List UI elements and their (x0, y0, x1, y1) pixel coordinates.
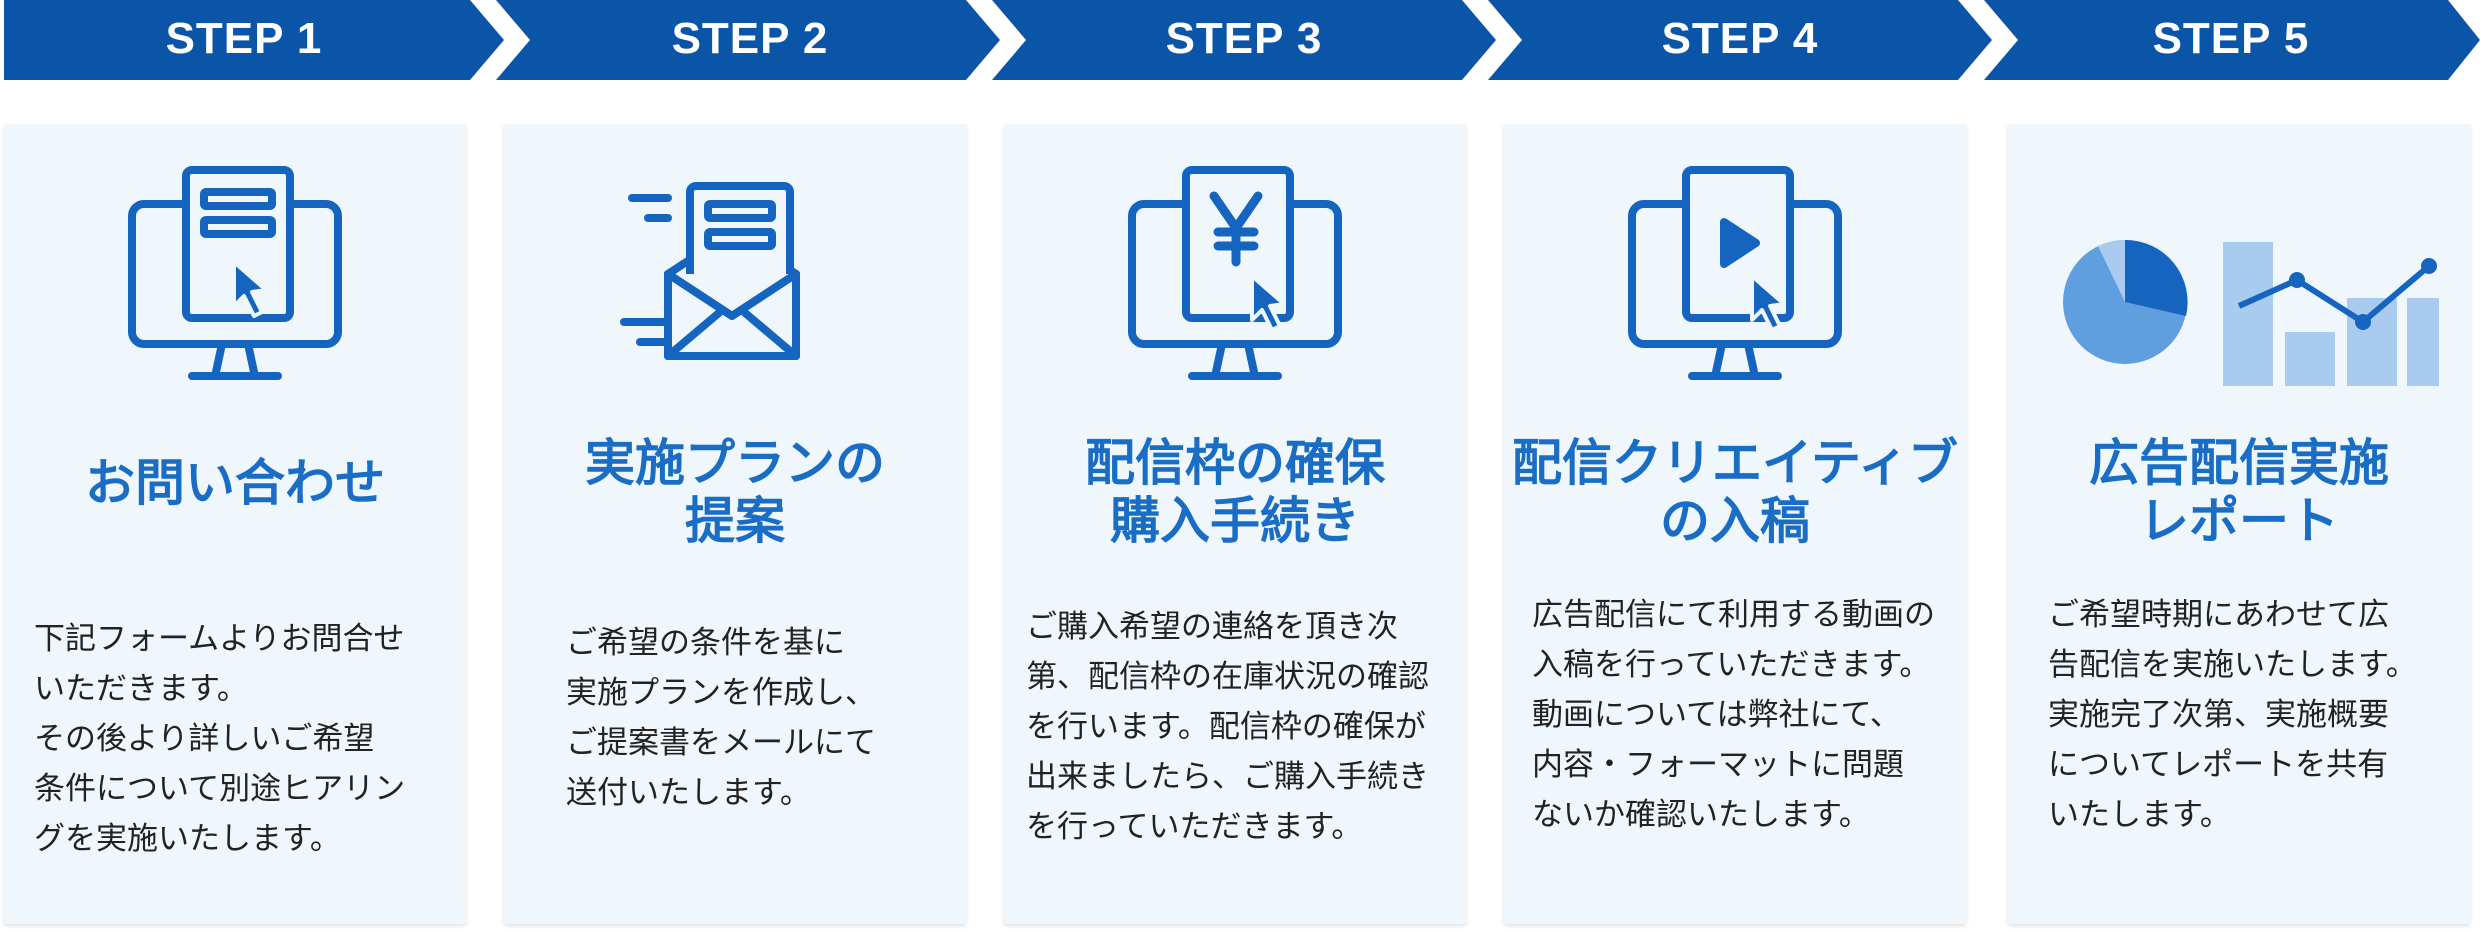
step-4-arrow (1488, 0, 1992, 80)
step-2-arrow (496, 0, 1000, 80)
step-1-description: 下記フォームよりお問合せ いただきます。 その後より詳しいご希望 条件について別… (34, 621, 406, 857)
monitor-yen-cursor-icon (1004, 166, 1466, 386)
step-4-description: 広告配信にて利用する動画の 入稿を行っていただきます。 動画については弊社にて、… (1532, 597, 1935, 833)
step-3-card: 配信枠の確保 購入手続き ご購入希望の連絡を頂き次 第、配信枠の在庫状況の確認 … (1004, 124, 1466, 924)
step-1-arrow (4, 0, 504, 80)
step-3-title: 配信枠の確保 購入手続き (1085, 434, 1385, 550)
step-2-title: 実施プランの 提案 (585, 434, 885, 550)
envelope-send-icon (504, 166, 966, 386)
step-3-description: ご購入希望の連絡を頂き次 第、配信枠の在庫状況の確認 を行います。配信枠の確保が… (1026, 609, 1429, 845)
step-1-title: お問い合わせ (85, 454, 385, 512)
step-2-label: STEP 2 (671, 14, 829, 63)
step-3-label: STEP 3 (1165, 14, 1323, 63)
step-5-card: 広告配信実施 レポート ご希望時期にあわせて広 告配信を実施いたします。 実施完… (2008, 124, 2470, 924)
step-4-card: 配信クリエイティブ の入稿 広告配信にて利用する動画の 入稿を行っていただきます… (1504, 124, 1966, 924)
monitor-play-cursor-icon (1504, 166, 1966, 386)
step-2-card: 実施プランの 提案 ご希望の条件を基に 実施プランを作成し、 ご提案書をメールに… (504, 124, 966, 924)
step-4-label: STEP 4 (1661, 14, 1819, 63)
step-4-title: 配信クリエイティブ の入稿 (1512, 434, 1958, 550)
step-1-card: お問い合わせ 下記フォームよりお問合せ いただきます。 その後より詳しいご希望 … (4, 124, 466, 924)
step-5-description: ご希望時期にあわせて広 告配信を実施いたします。 実施完了次第、実施概要 につい… (2048, 597, 2417, 833)
step-3-arrow (992, 0, 1496, 80)
step-5-title: 広告配信実施 レポート (2089, 434, 2389, 550)
report-charts-icon (2008, 166, 2470, 386)
step-2-description: ご希望の条件を基に 実施プランを作成し、 ご提案書をメールにて 送付いたします。 (566, 625, 876, 811)
step-5-label: STEP 5 (2152, 14, 2310, 63)
monitor-form-cursor-icon (4, 166, 466, 386)
step-1-label: STEP 1 (165, 14, 323, 63)
step-banner (4, 0, 2480, 80)
step-5-arrow (1984, 0, 2480, 80)
